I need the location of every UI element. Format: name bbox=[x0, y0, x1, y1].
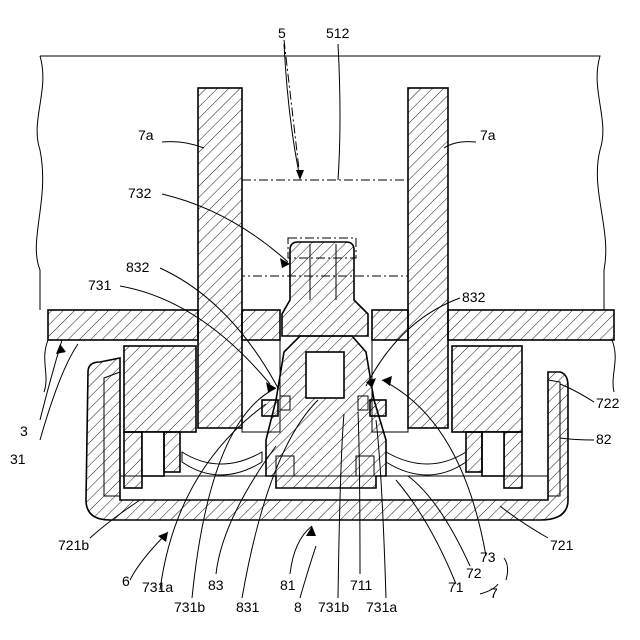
label-7a-right: 7a bbox=[480, 127, 496, 143]
label-731a-left: 731a bbox=[142, 579, 173, 595]
label-7: 7 bbox=[490, 585, 498, 601]
label-3: 3 bbox=[20, 423, 28, 439]
label-731a-right: 731a bbox=[366, 599, 397, 615]
label-731b-left: 731b bbox=[174, 599, 205, 615]
hook-731b-right bbox=[370, 400, 386, 416]
label-31: 31 bbox=[10, 451, 26, 467]
hole-831 bbox=[306, 352, 344, 398]
label-722: 722 bbox=[596, 395, 620, 411]
label-711: 711 bbox=[350, 577, 373, 593]
block-left-slot bbox=[142, 432, 164, 476]
pillar-7a-left bbox=[198, 88, 242, 428]
label-832-left: 832 bbox=[126, 259, 150, 275]
hook-731b-left bbox=[262, 400, 278, 416]
block-right-upper bbox=[452, 346, 522, 432]
label-731: 731 bbox=[88, 277, 112, 293]
plate-3 bbox=[48, 310, 198, 340]
label-81: 81 bbox=[280, 577, 296, 593]
block-left-upper bbox=[124, 346, 196, 432]
axis-5 bbox=[284, 40, 300, 178]
label-721: 721 bbox=[550, 537, 574, 553]
pillar-7a-right bbox=[408, 88, 448, 428]
label-512: 512 bbox=[326, 25, 350, 41]
label-73: 73 bbox=[480, 549, 496, 565]
block-left-lower bbox=[124, 432, 142, 488]
label-8: 8 bbox=[294, 599, 302, 615]
label-6: 6 bbox=[122, 573, 130, 589]
stem-732 bbox=[282, 242, 368, 336]
label-731b-right: 731b bbox=[318, 599, 349, 615]
label-732: 732 bbox=[128, 185, 152, 201]
block-right-slot bbox=[482, 432, 504, 476]
label-832-right: 832 bbox=[462, 289, 486, 305]
block-right-lower2 bbox=[466, 432, 482, 472]
label-721b: 721b bbox=[58, 537, 89, 553]
plate-3-right bbox=[448, 310, 614, 340]
label-82: 82 bbox=[596, 431, 612, 447]
block-right-lower bbox=[504, 432, 522, 488]
label-72: 72 bbox=[466, 565, 482, 581]
label-83: 83 bbox=[208, 577, 224, 593]
label-831: 831 bbox=[236, 599, 260, 615]
plate-3-mid-right bbox=[372, 310, 408, 340]
label-5: 5 bbox=[278, 25, 286, 41]
plate-3-mid-left bbox=[242, 310, 280, 340]
label-7a-left: 7a bbox=[138, 127, 154, 143]
block-left-lower2 bbox=[164, 432, 180, 472]
label-71: 71 bbox=[448, 579, 464, 595]
